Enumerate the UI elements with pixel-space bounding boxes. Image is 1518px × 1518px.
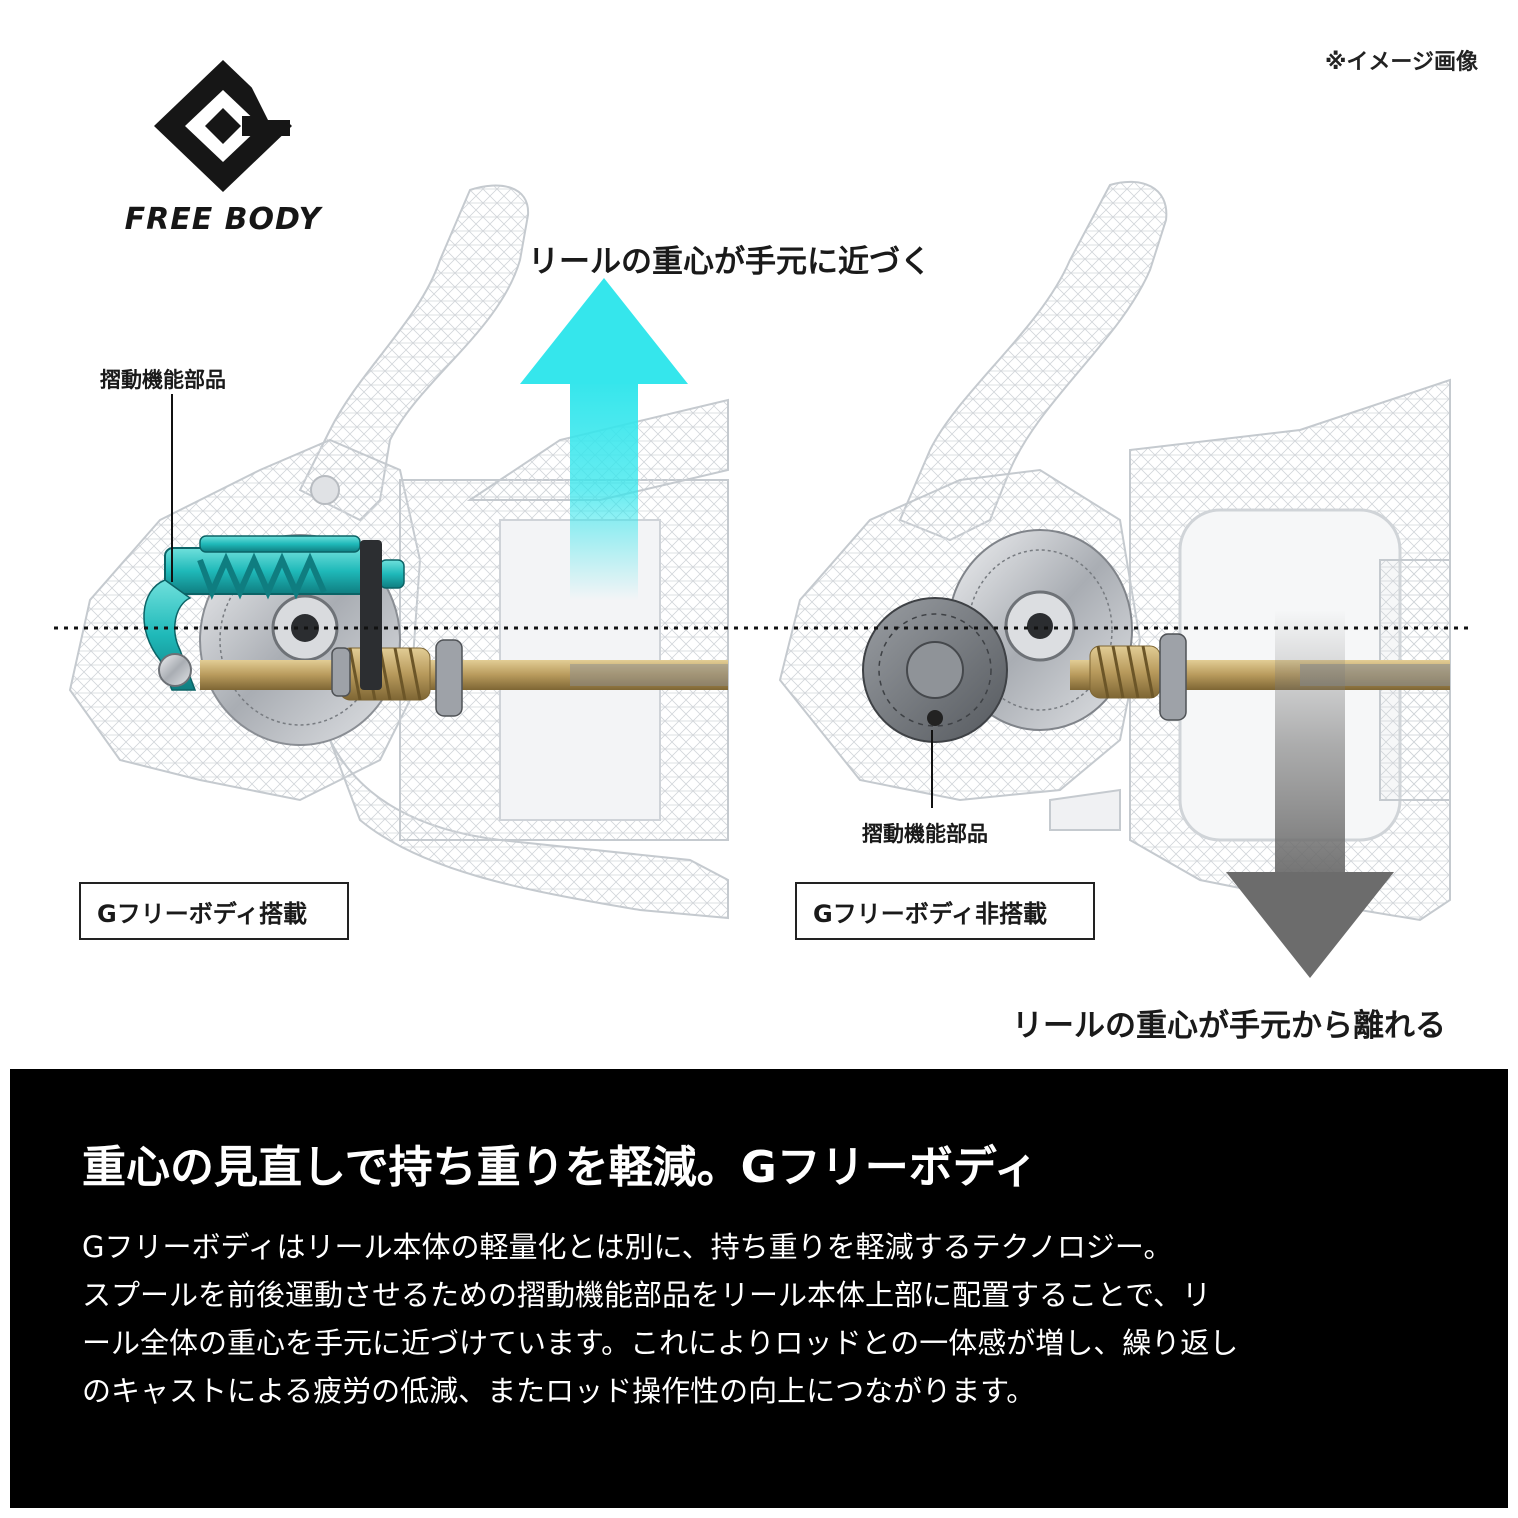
panel-line: スプールを前後運動させるための摺動機能部品をリール本体上部に配置することで、リ xyxy=(82,1278,1211,1312)
panel-title: 重心の見直しで持ち重りを軽減。Gフリーボディ xyxy=(82,1142,1038,1193)
left-part-callout: 摺動機能部品 xyxy=(100,368,226,392)
panel-body: Gフリーボディはリール本体の軽量化とは別に、持ち重りを軽減するテクノロジー。 ス… xyxy=(82,1223,1462,1415)
panel-line: Gフリーボディはリール本体の軽量化とは別に、持ち重りを軽減するテクノロジー。 xyxy=(82,1230,1173,1264)
arrow-up-label: リールの重心が手元に近づく xyxy=(528,244,931,280)
arrow-down-label: リールの重心が手元から離れる xyxy=(1012,1008,1446,1044)
without-free-body-tag: Gフリーボディ非搭載 xyxy=(795,882,1095,940)
g-emblem-icon xyxy=(154,60,296,192)
up-arrow xyxy=(520,278,688,600)
right-reel xyxy=(778,180,1451,922)
reel-illustration xyxy=(54,180,1470,978)
description-panel: 重心の見直しで持ち重りを軽減。Gフリーボディ Gフリーボディはリール本体の軽量化… xyxy=(10,1069,1508,1508)
free-body-logo: FREE BODY xyxy=(78,56,368,237)
right-part-callout: 摺動機能部品 xyxy=(862,822,988,846)
down-arrow xyxy=(1226,610,1394,978)
with-free-body-tag: Gフリーボディ搭載 xyxy=(79,882,349,940)
logo-text: FREE BODY xyxy=(124,202,322,237)
panel-line: のキャストによる疲労の低減、またロッド操作性の向上につながります。 xyxy=(82,1374,1036,1408)
image-note: ※イメージ画像 xyxy=(1325,50,1478,75)
panel-line: ール全体の重心を手元に近づけています。これによりロッドとの一体感が増し、繰り返し xyxy=(82,1326,1239,1360)
